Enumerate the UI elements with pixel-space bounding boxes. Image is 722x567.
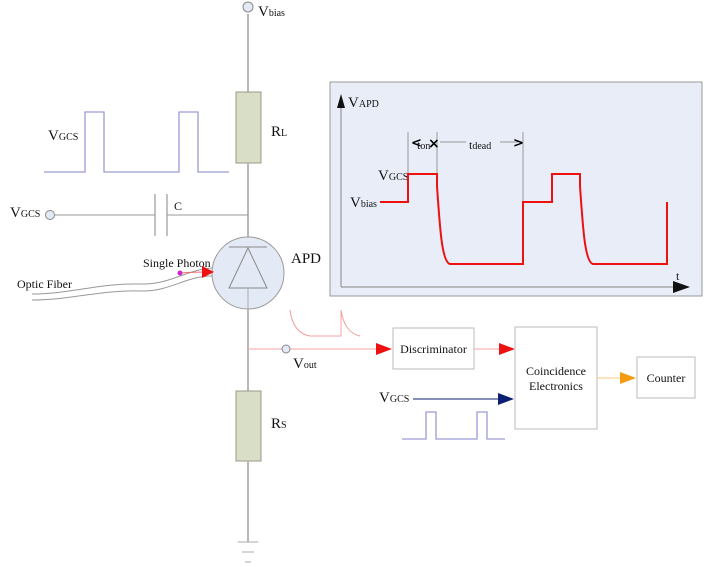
chart-y-label: VAPD	[348, 95, 379, 111]
vout-pulse-waveform	[289, 309, 361, 337]
counter-label: Counter	[647, 371, 686, 385]
interval-divider-icon: ×	[428, 136, 440, 152]
chart-vgcs-level-label: VGCS	[378, 168, 408, 184]
apd-label: APD	[291, 251, 321, 267]
single-photon-label: Single Photon	[143, 256, 211, 270]
vgcs-input-terminal[interactable]	[45, 210, 55, 220]
vout-terminal[interactable]	[281, 344, 291, 354]
tdead-right-bracket-icon: >	[513, 136, 524, 151]
resistor-rl[interactable]	[235, 91, 262, 164]
gate-pulse-waveform	[402, 411, 505, 440]
chart-x-arrow-icon	[673, 281, 690, 293]
ton-label: ton	[417, 138, 430, 152]
timing-chart-panel	[329, 81, 703, 297]
vbias-label: Vbias	[258, 4, 285, 20]
disc-to-coinc-arrow-icon	[499, 343, 515, 355]
optic-fiber-label: Optic Fiber	[17, 277, 72, 291]
chart-x-label: t	[676, 269, 680, 283]
capacitor-label: C	[174, 199, 182, 213]
vbias-terminal[interactable]	[242, 1, 254, 13]
vgcs-pulse-waveform	[44, 111, 229, 173]
ton-left-bracket-icon: <	[411, 136, 422, 151]
discriminator-block[interactable]	[392, 327, 475, 370]
coincidence-label-line1: Coincidence	[526, 364, 586, 378]
rs-label: RS	[271, 416, 287, 432]
rl-label: RL	[271, 124, 287, 140]
vout-label: Vout	[293, 356, 317, 372]
photon-dot	[177, 270, 183, 276]
chart-y-arrow-icon	[337, 94, 345, 108]
coinc-to-counter-arrow-icon	[620, 372, 636, 384]
tdead-label: tdead	[469, 138, 491, 152]
vout-arrow-icon	[376, 343, 392, 355]
discriminator-label: Discriminator	[400, 342, 467, 356]
optic-fiber-line-1	[31, 267, 213, 295]
coincidence-electronics-block[interactable]	[514, 326, 598, 430]
vapd-waveform	[380, 173, 668, 265]
gate-arrow-icon	[498, 393, 514, 405]
resistor-rs[interactable]	[235, 390, 262, 462]
optic-fiber-line-2	[31, 275, 213, 301]
vgcs-pulse-label: VGCS	[48, 128, 78, 144]
photon-arrow-icon	[202, 266, 214, 278]
chart-vbias-level-label: Vbias	[350, 195, 377, 211]
gate-vgcs-label: VGCS	[379, 390, 409, 406]
vgcs-input-label: VGCS	[10, 205, 40, 221]
counter-block[interactable]	[636, 356, 696, 399]
coincidence-label-line2: Electronics	[529, 379, 583, 393]
